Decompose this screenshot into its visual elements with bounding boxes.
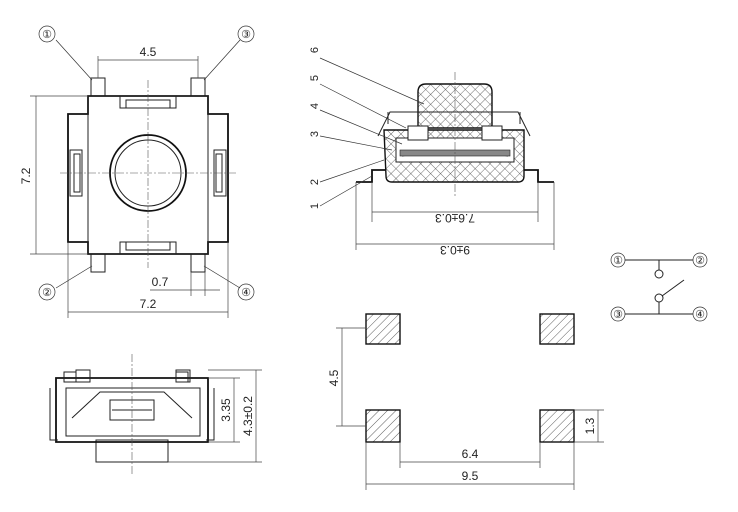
part-number-2: 2	[309, 179, 321, 185]
pcb-footprint: 4.5 1.3 6.4 9.5	[327, 313, 604, 490]
dim-inner-height: 3.35	[219, 398, 233, 422]
pad-bottom-right	[539, 409, 575, 443]
terminal-1: ①	[613, 255, 623, 267]
dim-pad: 1.3	[583, 417, 597, 434]
part-number-5: 5	[309, 75, 321, 81]
dim-bottom-width: 7.2	[140, 297, 157, 311]
dim-vertical: 4.5	[327, 369, 341, 386]
terminal-4: ④	[695, 309, 705, 321]
pin-label-2: ②	[42, 287, 52, 299]
part-number-3: 3	[309, 131, 321, 137]
switch-schematic: ① ② ③ ④	[610, 252, 708, 322]
terminal-3: ③	[613, 309, 623, 321]
dim-top-width: 4.5	[140, 45, 157, 59]
dim-total-height: 4.3±0.2	[241, 396, 255, 436]
pad-top-left	[365, 313, 401, 345]
top-view: 4.5 7.2 0.7 7.2 ① ③ ② ④	[19, 25, 255, 318]
side-view: 3.35 4.3±0.2	[49, 354, 262, 476]
dim-outer: 9±0.3	[440, 243, 470, 257]
pad-top-right	[539, 313, 575, 345]
pin-label-3: ③	[241, 29, 251, 41]
section-view: 7.6±0.3 9±0.3 6 5 4 3 2 1	[309, 47, 555, 257]
dim-inner: 7.6±0.3	[435, 211, 475, 225]
dim-outer-width: 9.5	[462, 469, 479, 483]
dim-pin-width: 0.7	[152, 275, 169, 289]
part-number-6: 6	[309, 47, 321, 53]
part-number-4: 4	[309, 103, 321, 109]
dim-inner-width: 6.4	[462, 447, 479, 461]
pin-label-1: ①	[42, 29, 52, 41]
terminal-2: ②	[695, 255, 705, 267]
pad-bottom-left	[365, 409, 401, 443]
dim-height: 7.2	[19, 167, 33, 184]
pin-label-4: ④	[241, 287, 251, 299]
part-number-1: 1	[309, 203, 321, 209]
